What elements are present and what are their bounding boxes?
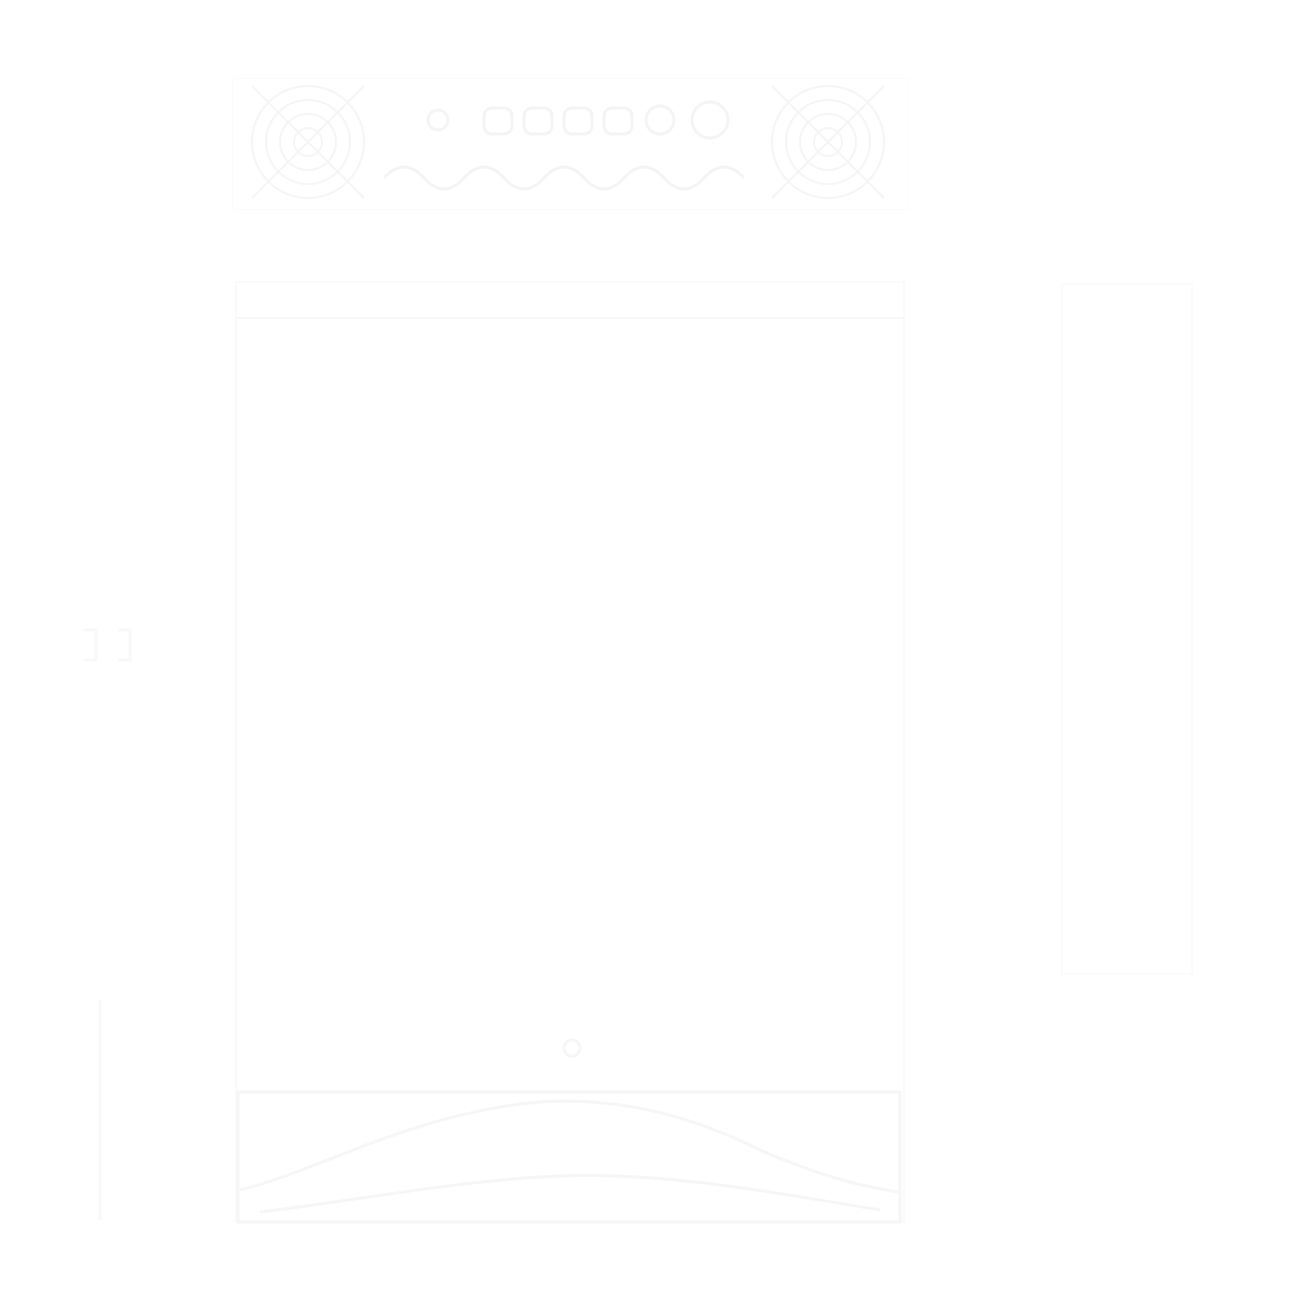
header-banner [232, 78, 908, 210]
spiral-icon [771, 85, 885, 199]
landscape-illustration-icon [236, 1038, 902, 1224]
side-panel [1061, 283, 1193, 975]
seal-emblem-icon [382, 100, 746, 191]
main-panel [235, 281, 905, 1223]
left-markers [84, 628, 132, 1220]
spiral-icon [251, 85, 365, 199]
